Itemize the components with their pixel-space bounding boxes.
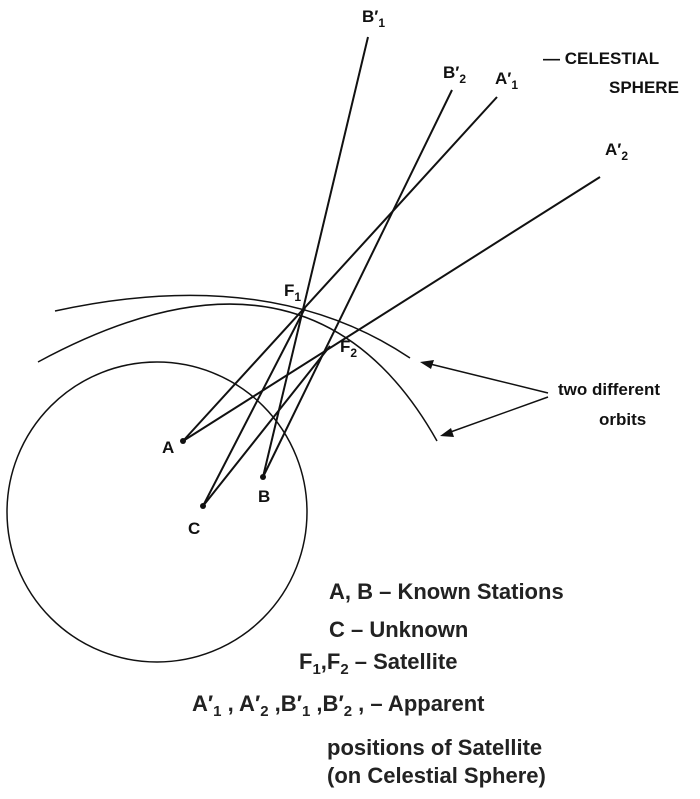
label-station-c: C [188,519,200,538]
label-a1: A′1 [495,69,518,92]
legend-positions-of-satellite: positions of Satellite [327,735,542,760]
orbit-inner [37,303,438,442]
sight-line-a-a2 [182,176,601,442]
celestial-sphere-label-line2: SPHERE [609,78,679,97]
orbit-arrow-upper [425,362,549,394]
label-f2: F2 [340,337,357,360]
celestial-sphere-label-line1: — CELESTIAL [543,49,659,68]
legend-satellite: F1,F2– Satellite [299,649,457,678]
sight-line-b-b2 [262,89,453,478]
label-station-a: A [162,438,174,457]
sight-line-b-b1 [262,36,369,478]
line-c-f2 [202,345,331,507]
station-a-point [180,438,186,444]
line-c-f1 [202,307,306,507]
legend-apparent-positions: A′1 , A′2 ,B′1 ,B′2 , – Apparent [192,691,485,720]
label-a2: A′2 [605,140,628,163]
label-station-b: B [258,487,270,506]
orbit-arrow-lower-head [440,428,454,437]
earth-circle [6,361,308,663]
orbit-arrow-upper-head [420,360,434,369]
orbits-note-line2: orbits [599,410,646,429]
legend-on-celestial-sphere: (on Celestial Sphere) [327,763,546,788]
label-b2: B′2 [443,63,466,86]
station-c-point [200,503,206,509]
sight-line-a-a1 [182,96,498,442]
label-f1: F1 [284,281,301,304]
orbit-arrow-lower [444,396,549,435]
label-b1: B′1 [362,7,385,30]
legend-known-stations: A, B – Known Stations [329,579,564,604]
orbits-note-line1: two different [558,380,660,399]
station-b-point [260,474,266,480]
orbit-outer [54,294,411,359]
legend-unknown: C – Unknown [329,617,468,642]
